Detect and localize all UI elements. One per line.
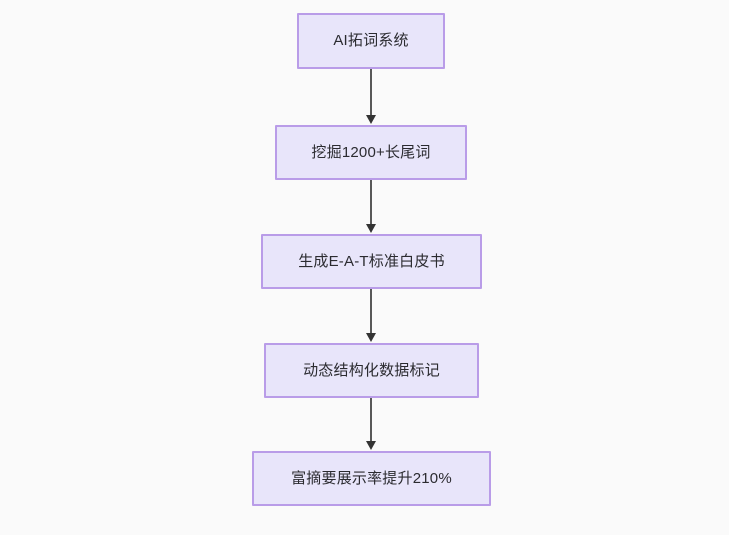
flowchart-node-generate-eat-whitepaper[interactable]: 生成E-A-T标准白皮书	[261, 234, 482, 289]
edge-line	[370, 180, 372, 225]
flowchart-node-rich-snippet-impression-lift[interactable]: 富摘要展示率提升210%	[252, 451, 491, 506]
flowchart-node-ai-keyword-system[interactable]: AI拓词系统	[297, 13, 445, 69]
flowchart-node-label: 动态结构化数据标记	[303, 361, 440, 379]
arrowhead-icon	[366, 115, 376, 124]
flowchart-node-label: 挖掘1200+长尾词	[311, 143, 431, 161]
arrowhead-icon	[366, 224, 376, 233]
edge-line	[370, 69, 372, 116]
edge-line	[370, 289, 372, 334]
flowchart-node-label: AI拓词系统	[333, 32, 409, 49]
arrowhead-icon	[366, 441, 376, 450]
arrowhead-icon	[366, 333, 376, 342]
flowchart-node-label: 生成E-A-T标准白皮书	[298, 252, 445, 270]
flowchart-node-dynamic-structured-data-markup[interactable]: 动态结构化数据标记	[264, 343, 479, 398]
edge-line	[370, 398, 372, 442]
flowchart-node-label: 富摘要展示率提升210%	[291, 469, 452, 487]
flowchart-node-mine-longtail-keywords[interactable]: 挖掘1200+长尾词	[275, 125, 467, 180]
